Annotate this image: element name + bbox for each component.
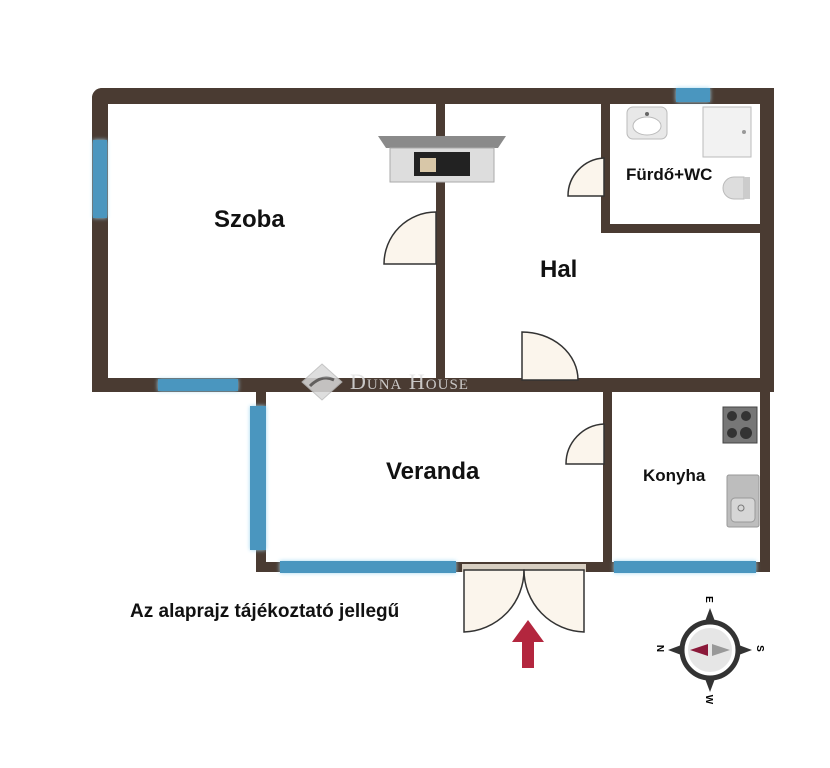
sink-icon xyxy=(626,106,668,140)
fireplace-icon xyxy=(378,136,506,183)
window-veranda-left xyxy=(250,406,266,550)
wall-top xyxy=(92,88,774,104)
wall-furdo-left xyxy=(601,104,610,230)
room-label-szoba: Szoba xyxy=(214,206,285,233)
door-konyha xyxy=(565,423,605,465)
stove-icon xyxy=(722,406,758,444)
door-szoba xyxy=(383,211,437,265)
entrance-double-door xyxy=(462,564,586,633)
duna-house-watermark: Duna House xyxy=(300,362,469,402)
door-hal-veranda xyxy=(521,331,579,381)
window-veranda-bottom xyxy=(280,561,456,573)
room-label-konyha: Konyha xyxy=(643,466,706,485)
door-furdo xyxy=(567,157,605,197)
duna-house-logo-icon xyxy=(301,363,343,401)
compass-right-letter: S xyxy=(753,645,765,652)
disclaimer-text: Az alaprajz tájékoztató jellegű xyxy=(130,601,400,622)
wall-szoba-hal xyxy=(436,104,445,380)
wall-furdo-bottom xyxy=(601,224,766,233)
entrance-arrow-icon xyxy=(512,620,544,668)
compass-top-letter: E xyxy=(702,596,714,603)
wall-veranda-konyha xyxy=(603,392,612,564)
wall-left xyxy=(92,88,108,392)
watermark-text: Duna House xyxy=(350,369,469,394)
window-szoba-bottom xyxy=(158,379,238,391)
room-label-hal: Hal xyxy=(540,256,578,283)
wall-right-upper xyxy=(760,88,774,392)
toilet-icon xyxy=(722,176,750,200)
shower-tray-icon xyxy=(702,106,752,158)
window-furdo-top xyxy=(676,88,710,102)
compass-rose: E S W N xyxy=(654,596,765,704)
compass-left-letter: N xyxy=(654,644,666,653)
wall-middle-horizontal xyxy=(92,378,774,392)
room-label-furdo: Fürdő+WC xyxy=(626,165,713,184)
wall-right-lower xyxy=(760,378,770,572)
kitchen-sink-icon xyxy=(726,474,760,528)
compass-bottom-letter: W xyxy=(703,694,715,705)
room-label-veranda: Veranda xyxy=(386,458,480,485)
window-konyha-bottom xyxy=(614,561,756,573)
compass-icon xyxy=(668,608,752,692)
window-szoba-left xyxy=(93,140,107,218)
